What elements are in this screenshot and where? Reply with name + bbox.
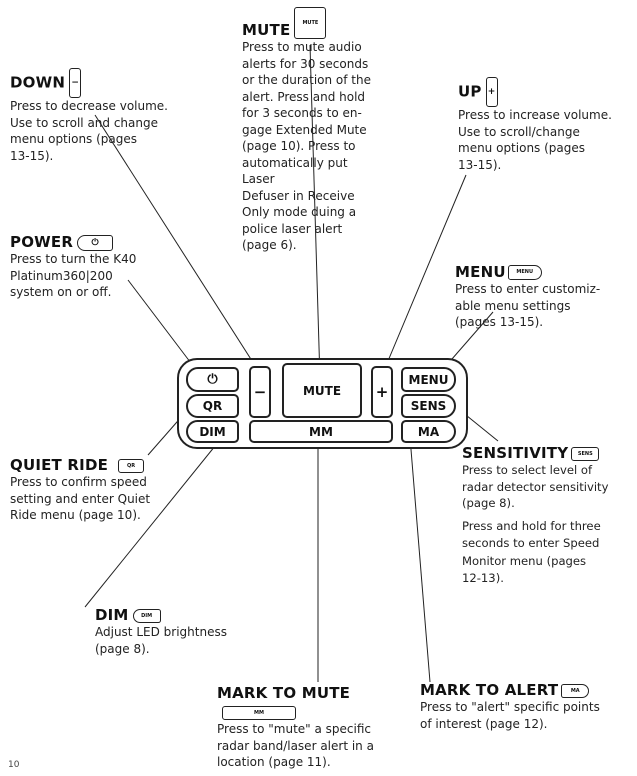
page-number: 10 [8, 760, 20, 770]
up-badge-icon: + [485, 77, 498, 107]
mark-to-mute-key[interactable]: MM [249, 420, 393, 443]
leader-menu [444, 311, 494, 368]
sensitivity-desc: Press to select level of radar detector … [462, 463, 609, 510]
dim-title: DIM [95, 606, 129, 624]
quiet-ride-desc: Press to confirm speed setting and enter… [10, 475, 151, 522]
mute-key[interactable]: MUTE [282, 363, 362, 418]
callout-down: DOWN− Press to decrease volume. Use to s… [10, 68, 180, 164]
power-badge-icon: ⏻ [77, 234, 114, 251]
dim-key[interactable]: DIM [186, 420, 239, 443]
callout-power: POWER⏻ Press to turn the K40 Platinum360… [10, 232, 180, 301]
mute-desc: Press to mute audio alerts for 30 second… [242, 40, 371, 252]
down-key[interactable]: − [249, 366, 271, 418]
quiet-ride-key[interactable]: QR [186, 394, 239, 418]
power-desc: Press to turn the K40 Platinum360|200 sy… [10, 252, 137, 299]
menu-key[interactable]: MENU [401, 367, 456, 392]
menu-desc: Press to enter customiz- able menu setti… [455, 282, 601, 329]
mute-title: MUTE [242, 21, 291, 39]
sensitivity-badge-icon: SENS [571, 446, 600, 461]
down-title: DOWN [10, 73, 66, 92]
quiet-ride-title: QUIET RIDE [10, 456, 109, 474]
leader-down [94, 114, 262, 376]
up-key[interactable]: + [371, 366, 393, 418]
quiet-ride-badge-icon: QR [118, 458, 145, 473]
up-desc: Press to increase volume. Use to scroll/… [458, 108, 612, 172]
dim-badge-icon: DIM [132, 608, 161, 623]
mark-to-alert-badge-icon: MA [561, 683, 590, 698]
dim-desc: Adjust LED brightness (page 8). [95, 625, 227, 656]
up-title: UP [458, 82, 482, 101]
mark-to-mute-badge-icon: MM [222, 705, 296, 720]
mark-to-alert-key[interactable]: MA [401, 420, 456, 443]
control-panel: ⏻ − MUTE + MENU QR SENS DIM MM MA [177, 358, 468, 449]
callout-up: UP+ Press to increase volume. Use to scr… [458, 77, 633, 173]
sensitivity-title: SENSITIVITY [462, 444, 569, 462]
sensitivity-desc-2: Press and hold for three seconds to ente… [462, 518, 601, 586]
mute-badge-icon: MUTE [294, 7, 327, 39]
sensitivity-key[interactable]: SENS [401, 394, 456, 418]
leader-mute [309, 44, 321, 381]
down-badge-icon: − [69, 68, 82, 98]
leader-dim [84, 424, 233, 608]
callout-mark-to-mute: MARK TO MUTE MM Press to "mute" a specifi… [217, 683, 417, 771]
mark-to-mute-desc: Press to "mute" a specific radar band/la… [217, 722, 374, 769]
power-key[interactable]: ⏻ [186, 367, 239, 392]
mark-to-mute-title: MARK TO MUTE [217, 684, 351, 702]
mark-to-alert-title: MARK TO ALERT [420, 681, 559, 699]
callout-quiet-ride: QUIET RIDE QR Press to confirm speed sett… [10, 455, 210, 524]
mark-to-alert-desc: Press to "alert" specific points of inte… [420, 700, 600, 731]
power-icon: ⏻ [207, 372, 218, 387]
leader-up [379, 174, 467, 381]
power-title: POWER [10, 233, 74, 251]
menu-badge-icon: MENU [507, 265, 542, 280]
down-desc: Press to decrease volume. Use to scroll … [10, 99, 168, 163]
menu-title: MENU [455, 263, 506, 281]
leader-ma [408, 424, 431, 683]
